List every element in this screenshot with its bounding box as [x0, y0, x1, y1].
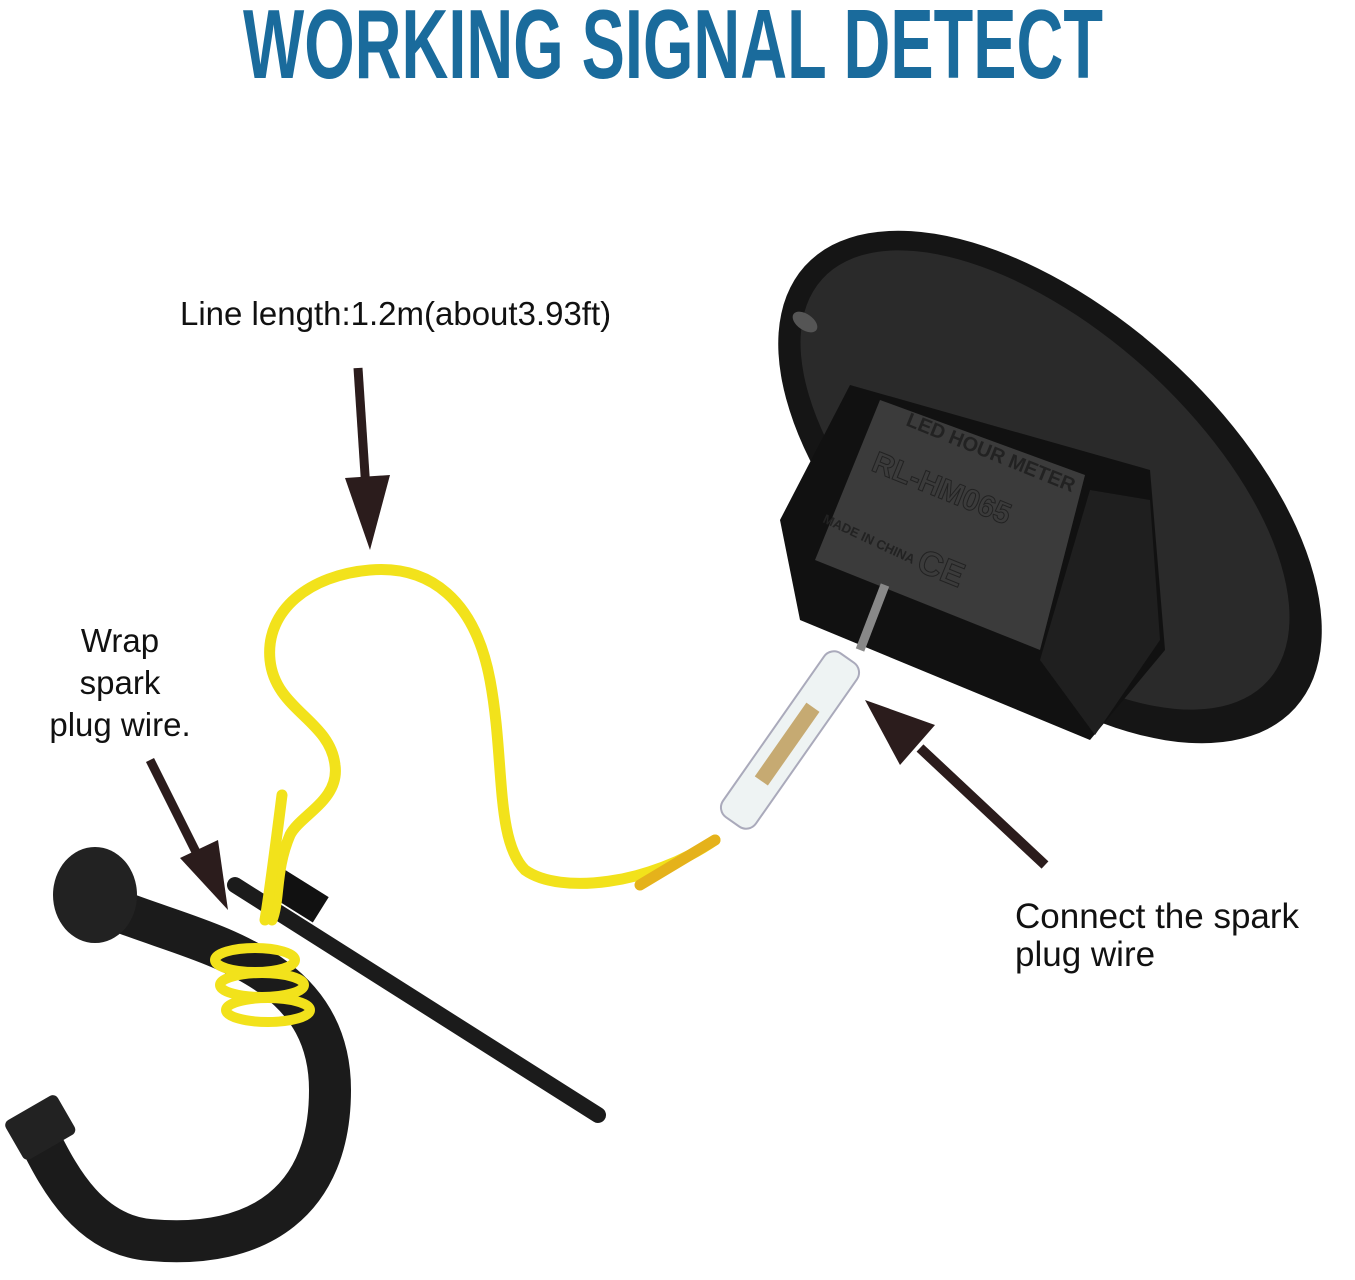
connect-label-line-1: Connect the spark [1015, 897, 1300, 936]
line-length-label: Line length:1.2m(about3.93ft) [180, 295, 612, 332]
hour-meter-device: LED HOUR METER RL-HM065 MADE IN CHINA CE [778, 230, 1322, 744]
wrap-label: Wrap spark plug wire. [30, 620, 210, 746]
wire-connector [719, 650, 861, 830]
diagram-title: WORKING SIGNAL DETECT [243, 0, 1103, 99]
spark-plug-wire [5, 847, 352, 1263]
wrap-label-line-3: plug wire. [49, 706, 191, 743]
wrap-label-line-2: spark [79, 664, 161, 701]
arrow-line-length [345, 367, 390, 550]
connect-label: Connect the spark plug wire [1015, 896, 1299, 976]
arrow-connect [865, 700, 1049, 869]
arrow-wrap [145, 757, 228, 910]
wrap-label-line-1: Wrap [80, 622, 160, 659]
signal-wire [210, 564, 721, 1027]
connect-label-line-2: plug wire [1015, 935, 1156, 974]
